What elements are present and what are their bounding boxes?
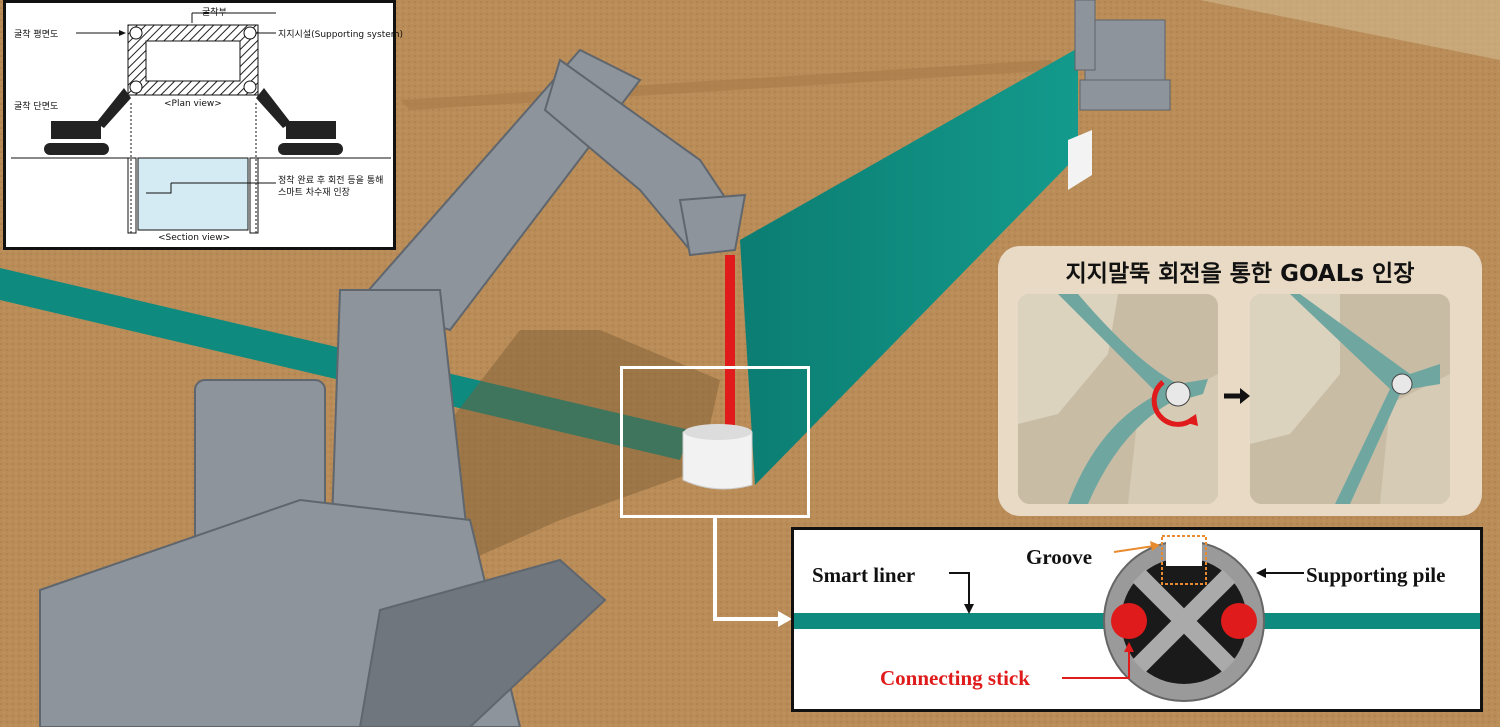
pile-detail-inset: Groove Smart liner Supporting pile Conne… — [791, 527, 1483, 712]
supporting-label: 지지시설(Supporting system) — [278, 30, 404, 40]
section-excavator-left — [44, 88, 131, 155]
install-note-line2: 스마트 차수재 인장 — [278, 188, 350, 198]
photo-after-rotation — [1250, 294, 1450, 504]
section-view-caption: <Section view> — [158, 233, 231, 243]
plan-label: 굴착 평면도 — [14, 30, 59, 40]
section-label: 굴착 단면도 — [14, 102, 59, 112]
plan-section-drawing — [11, 12, 391, 234]
zoom-highlight-box — [620, 366, 810, 518]
smart-liner-label: Smart liner — [812, 563, 916, 587]
connecting-stick-label: Connecting stick — [880, 666, 1030, 690]
pile-cross-section — [794, 535, 1480, 702]
section-excavator-right — [256, 88, 343, 155]
supporting-pile-label: Supporting pile — [1306, 563, 1446, 587]
connecting-stick-left — [1111, 603, 1147, 639]
excavation-label: 굴착부 — [202, 8, 227, 18]
main-excavator — [39, 48, 747, 727]
connecting-stick-right — [1221, 603, 1257, 639]
connecting-stick-3d — [725, 255, 735, 440]
section-pit — [137, 157, 249, 231]
install-note-line1: 정착 완료 후 회전 등을 통해 — [278, 176, 384, 186]
groove-label: Groove — [1026, 545, 1093, 569]
plan-view-caption: <Plan view> — [164, 99, 222, 109]
photo-panel-title: 지지말뚝 회전을 통한 GOALs 인장 — [1065, 261, 1415, 287]
zoom-arrow — [713, 515, 792, 627]
goals-tension-photo-panel: 지지말뚝 회전을 통한 GOALs 인장 — [998, 246, 1482, 516]
photo-before-rotation — [1018, 294, 1218, 504]
far-excavator — [1074, 0, 1171, 111]
plan-section-inset: 굴착부 굴착 평면도 지지시설(Supporting system) <Plan… — [3, 0, 403, 250]
photo-arrow — [1224, 388, 1250, 404]
groove-marker — [1161, 535, 1207, 585]
smart-liner-wall — [740, 48, 1078, 485]
